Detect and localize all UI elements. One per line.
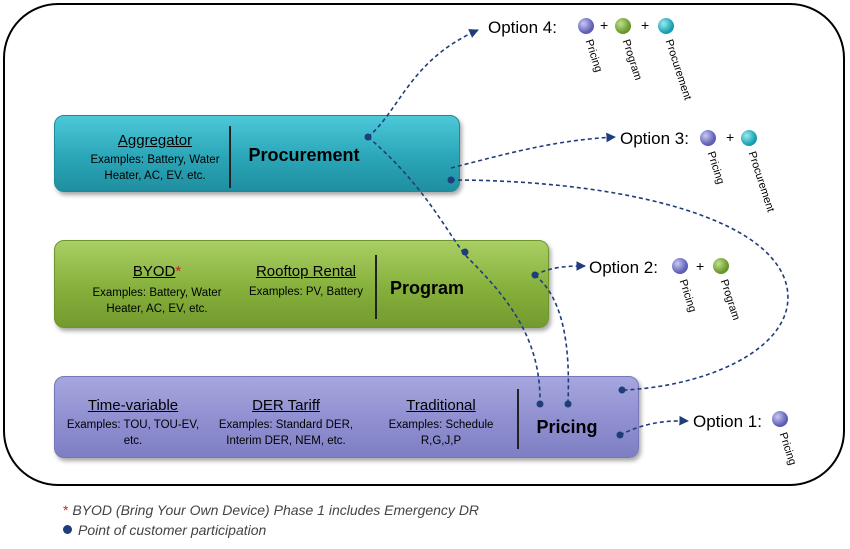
rooftop-rental-examples: Examples: PV, Battery xyxy=(249,286,363,298)
byod-footnote-text: BYOD (Bring Your Own Device) Phase 1 inc… xyxy=(68,502,480,518)
time-variable-title: Time-variable xyxy=(87,397,179,414)
traditional-examples-line1: Examples: Schedule xyxy=(388,419,494,431)
rooftop-rental-title: Rooftop Rental xyxy=(255,263,357,280)
aggregator-examples-line2: Heater, AC, EV. etc. xyxy=(104,170,206,182)
time-variable-examples-line1: Examples: TOU, TOU-EV, xyxy=(66,419,200,431)
program-label: Program xyxy=(389,278,465,298)
byod-examples-line2: Heater, AC, EV, etc. xyxy=(106,303,208,315)
pricing-label: Pricing xyxy=(536,417,598,437)
participation-dot xyxy=(447,176,455,184)
curve-procurement-to-pricing xyxy=(450,179,789,391)
participation-footnote: Point of customer participation xyxy=(63,522,266,538)
participation-dot xyxy=(618,386,626,394)
plus-sign: + xyxy=(641,17,650,33)
arrow-procurement-option3 xyxy=(450,132,616,169)
participation-dot xyxy=(564,400,572,408)
procurement-dot xyxy=(658,18,674,34)
participation-dot xyxy=(616,431,624,439)
aggregator-examples-line1: Examples: Battery, Water xyxy=(90,154,220,166)
byod-examples-line1: Examples: Battery, Water xyxy=(92,287,222,299)
option4-label: Option 4: xyxy=(488,18,557,37)
byod-asterisk: * xyxy=(175,263,182,280)
arrow-program-option2 xyxy=(534,261,586,276)
traditional-examples-line2: R,G,J,P xyxy=(420,435,462,447)
participation-dot xyxy=(531,271,539,279)
plus-sign: + xyxy=(726,129,735,145)
participation-dot xyxy=(461,248,469,256)
option1-label: Option 1: xyxy=(693,412,762,431)
pricing-dot xyxy=(672,258,688,274)
procurement-divider xyxy=(229,126,231,188)
plus-sign: + xyxy=(696,258,705,274)
procurement-dot xyxy=(741,130,757,146)
option2-label: Option 2: xyxy=(589,258,658,277)
byod-title: BYOD* xyxy=(67,263,247,280)
participation-dot xyxy=(536,400,544,408)
pricing-dot xyxy=(772,411,788,427)
plus-sign: + xyxy=(600,17,609,33)
arrow-procurement-option4 xyxy=(367,29,479,138)
time-variable-examples-line2: etc. xyxy=(123,435,143,447)
curve-procurement-down xyxy=(367,136,541,401)
byod-footnote: * BYOD (Bring Your Own Device) Phase 1 i… xyxy=(63,502,479,518)
procurement-box: Aggregator Examples: Battery, Water Heat… xyxy=(54,115,460,192)
byod-title-text: BYOD xyxy=(132,263,176,280)
der-tariff-examples-line1: Examples: Standard DER, xyxy=(218,419,354,431)
participation-footnote-text: Point of customer participation xyxy=(78,522,267,538)
footnote-asterisk: * xyxy=(63,502,69,518)
pricing-dot xyxy=(578,18,594,34)
arrow-pricing-option1 xyxy=(619,415,689,436)
aggregator-title: Aggregator xyxy=(117,132,193,149)
der-tariff-examples-line2: Interim DER, NEM, etc. xyxy=(226,435,346,447)
diagram-frame xyxy=(3,3,845,486)
program-divider xyxy=(375,255,377,319)
participation-dot-icon xyxy=(63,525,72,534)
traditional-title: Traditional xyxy=(406,397,476,414)
option3-label: Option 3: xyxy=(620,129,689,148)
pricing-divider xyxy=(517,389,519,449)
curve-program-down xyxy=(534,274,570,403)
procurement-label: Procurement xyxy=(248,145,360,165)
pricing-box: Time-variable Examples: TOU, TOU-EV, etc… xyxy=(54,376,639,458)
program-dot xyxy=(713,258,729,274)
der-tariff-title: DER Tariff xyxy=(252,397,320,414)
program-dot xyxy=(615,18,631,34)
pricing-dot xyxy=(700,130,716,146)
participation-dot xyxy=(364,133,372,141)
